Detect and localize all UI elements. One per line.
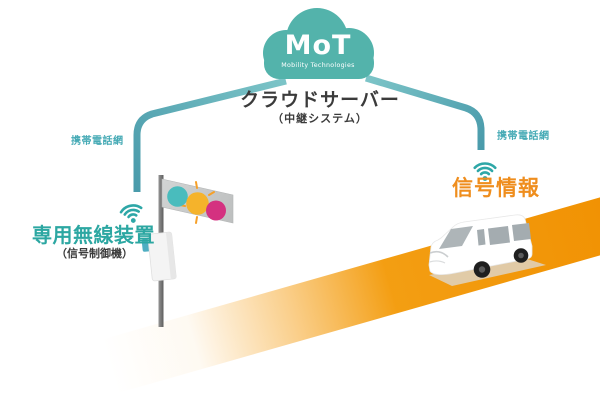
signal-light-magenta xyxy=(206,200,226,221)
van-icon xyxy=(428,214,546,286)
connector-line-right xyxy=(364,74,485,150)
cloud-server-title: クラウドサーバー xyxy=(240,89,400,111)
van-window-rear xyxy=(512,223,531,241)
mot-cloud-logo-icon: MoT Mobility Technologies xyxy=(263,8,374,79)
signal-controller-sublabel: （信号制御機） xyxy=(56,247,133,260)
signal-light-teal xyxy=(167,186,188,207)
signal-information-label: 信号情報 xyxy=(452,176,540,200)
van-bumper-line xyxy=(429,260,446,264)
signal-controller-box-icon xyxy=(141,231,177,282)
signal-light-amber xyxy=(186,192,209,215)
mobile-network-label-left: 携帯電話網 xyxy=(71,136,124,147)
van-headlight-line xyxy=(429,250,449,258)
wifi-signal-icon-left xyxy=(119,204,143,223)
van-window-front xyxy=(477,229,486,246)
connector-line-left xyxy=(133,77,287,192)
dedicated-wireless-device-label: 専用無線装置 xyxy=(32,223,155,247)
van-windshield xyxy=(439,226,473,249)
mot-logo-text: MoT xyxy=(285,30,352,61)
mobile-network-label-right: 携帯電話網 xyxy=(497,131,550,142)
mot-logo-tagline: Mobility Technologies xyxy=(281,62,354,69)
cloud-server-subtitle: （中継システム） xyxy=(272,112,368,125)
van-window-mid xyxy=(488,226,510,245)
wifi-signal-icon-right xyxy=(473,162,497,181)
